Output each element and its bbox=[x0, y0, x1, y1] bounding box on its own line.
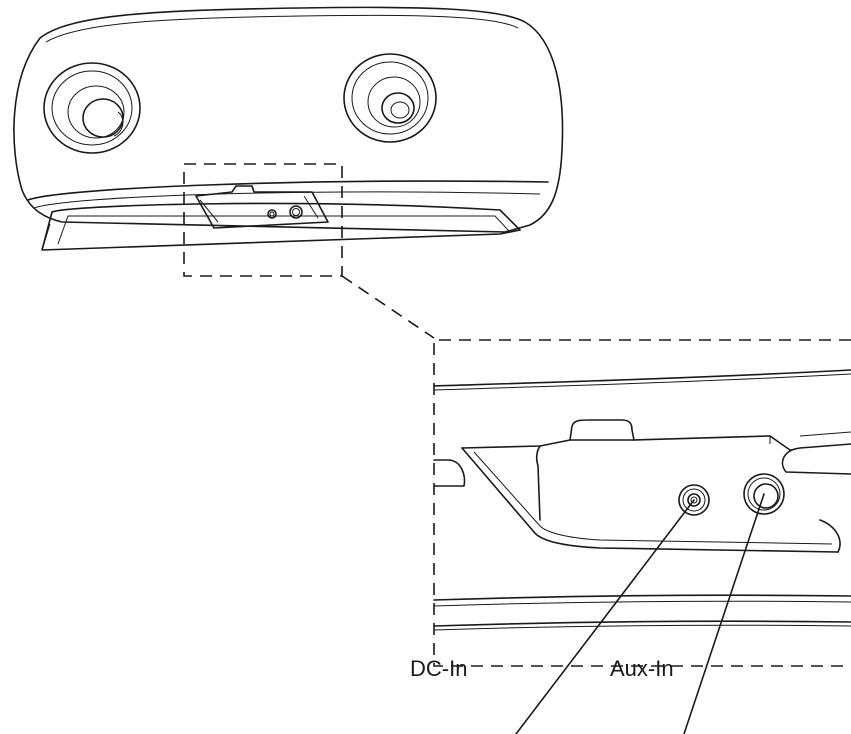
speaker-body-outline bbox=[13, 6, 564, 233]
overview-port-housing bbox=[195, 185, 329, 229]
aux-in-jack bbox=[743, 473, 785, 515]
speaker-base-foot-inner bbox=[57, 215, 511, 245]
speaker-base-lip-inner bbox=[33, 191, 541, 209]
port-housing bbox=[461, 419, 841, 553]
aux-in-label: Aux-In bbox=[610, 656, 674, 681]
dc-in-jack bbox=[678, 484, 710, 516]
detail-left-base bbox=[433, 459, 466, 487]
zoom-leader-line bbox=[341, 275, 435, 339]
speaker-driver-left bbox=[43, 62, 141, 154]
detail-right-base bbox=[781, 443, 851, 475]
zoom-detail bbox=[433, 339, 851, 667]
detail-bottom-band bbox=[433, 594, 851, 601]
detail-upper-edge bbox=[433, 369, 851, 387]
speaker-overview bbox=[13, 6, 564, 277]
zoom-detail-frame bbox=[433, 339, 851, 667]
housing-tab bbox=[569, 419, 635, 441]
dc-in-label: DC-In bbox=[410, 656, 467, 681]
speaker-base-lip bbox=[27, 180, 549, 201]
dc-in-leader-line bbox=[515, 499, 695, 734]
speaker-base-foot bbox=[41, 202, 521, 251]
speaker-driver-right bbox=[343, 53, 437, 143]
speaker-body-inner-edge bbox=[45, 14, 519, 43]
zoom-selection-box bbox=[183, 163, 343, 277]
aux-in-leader-line bbox=[683, 493, 765, 734]
